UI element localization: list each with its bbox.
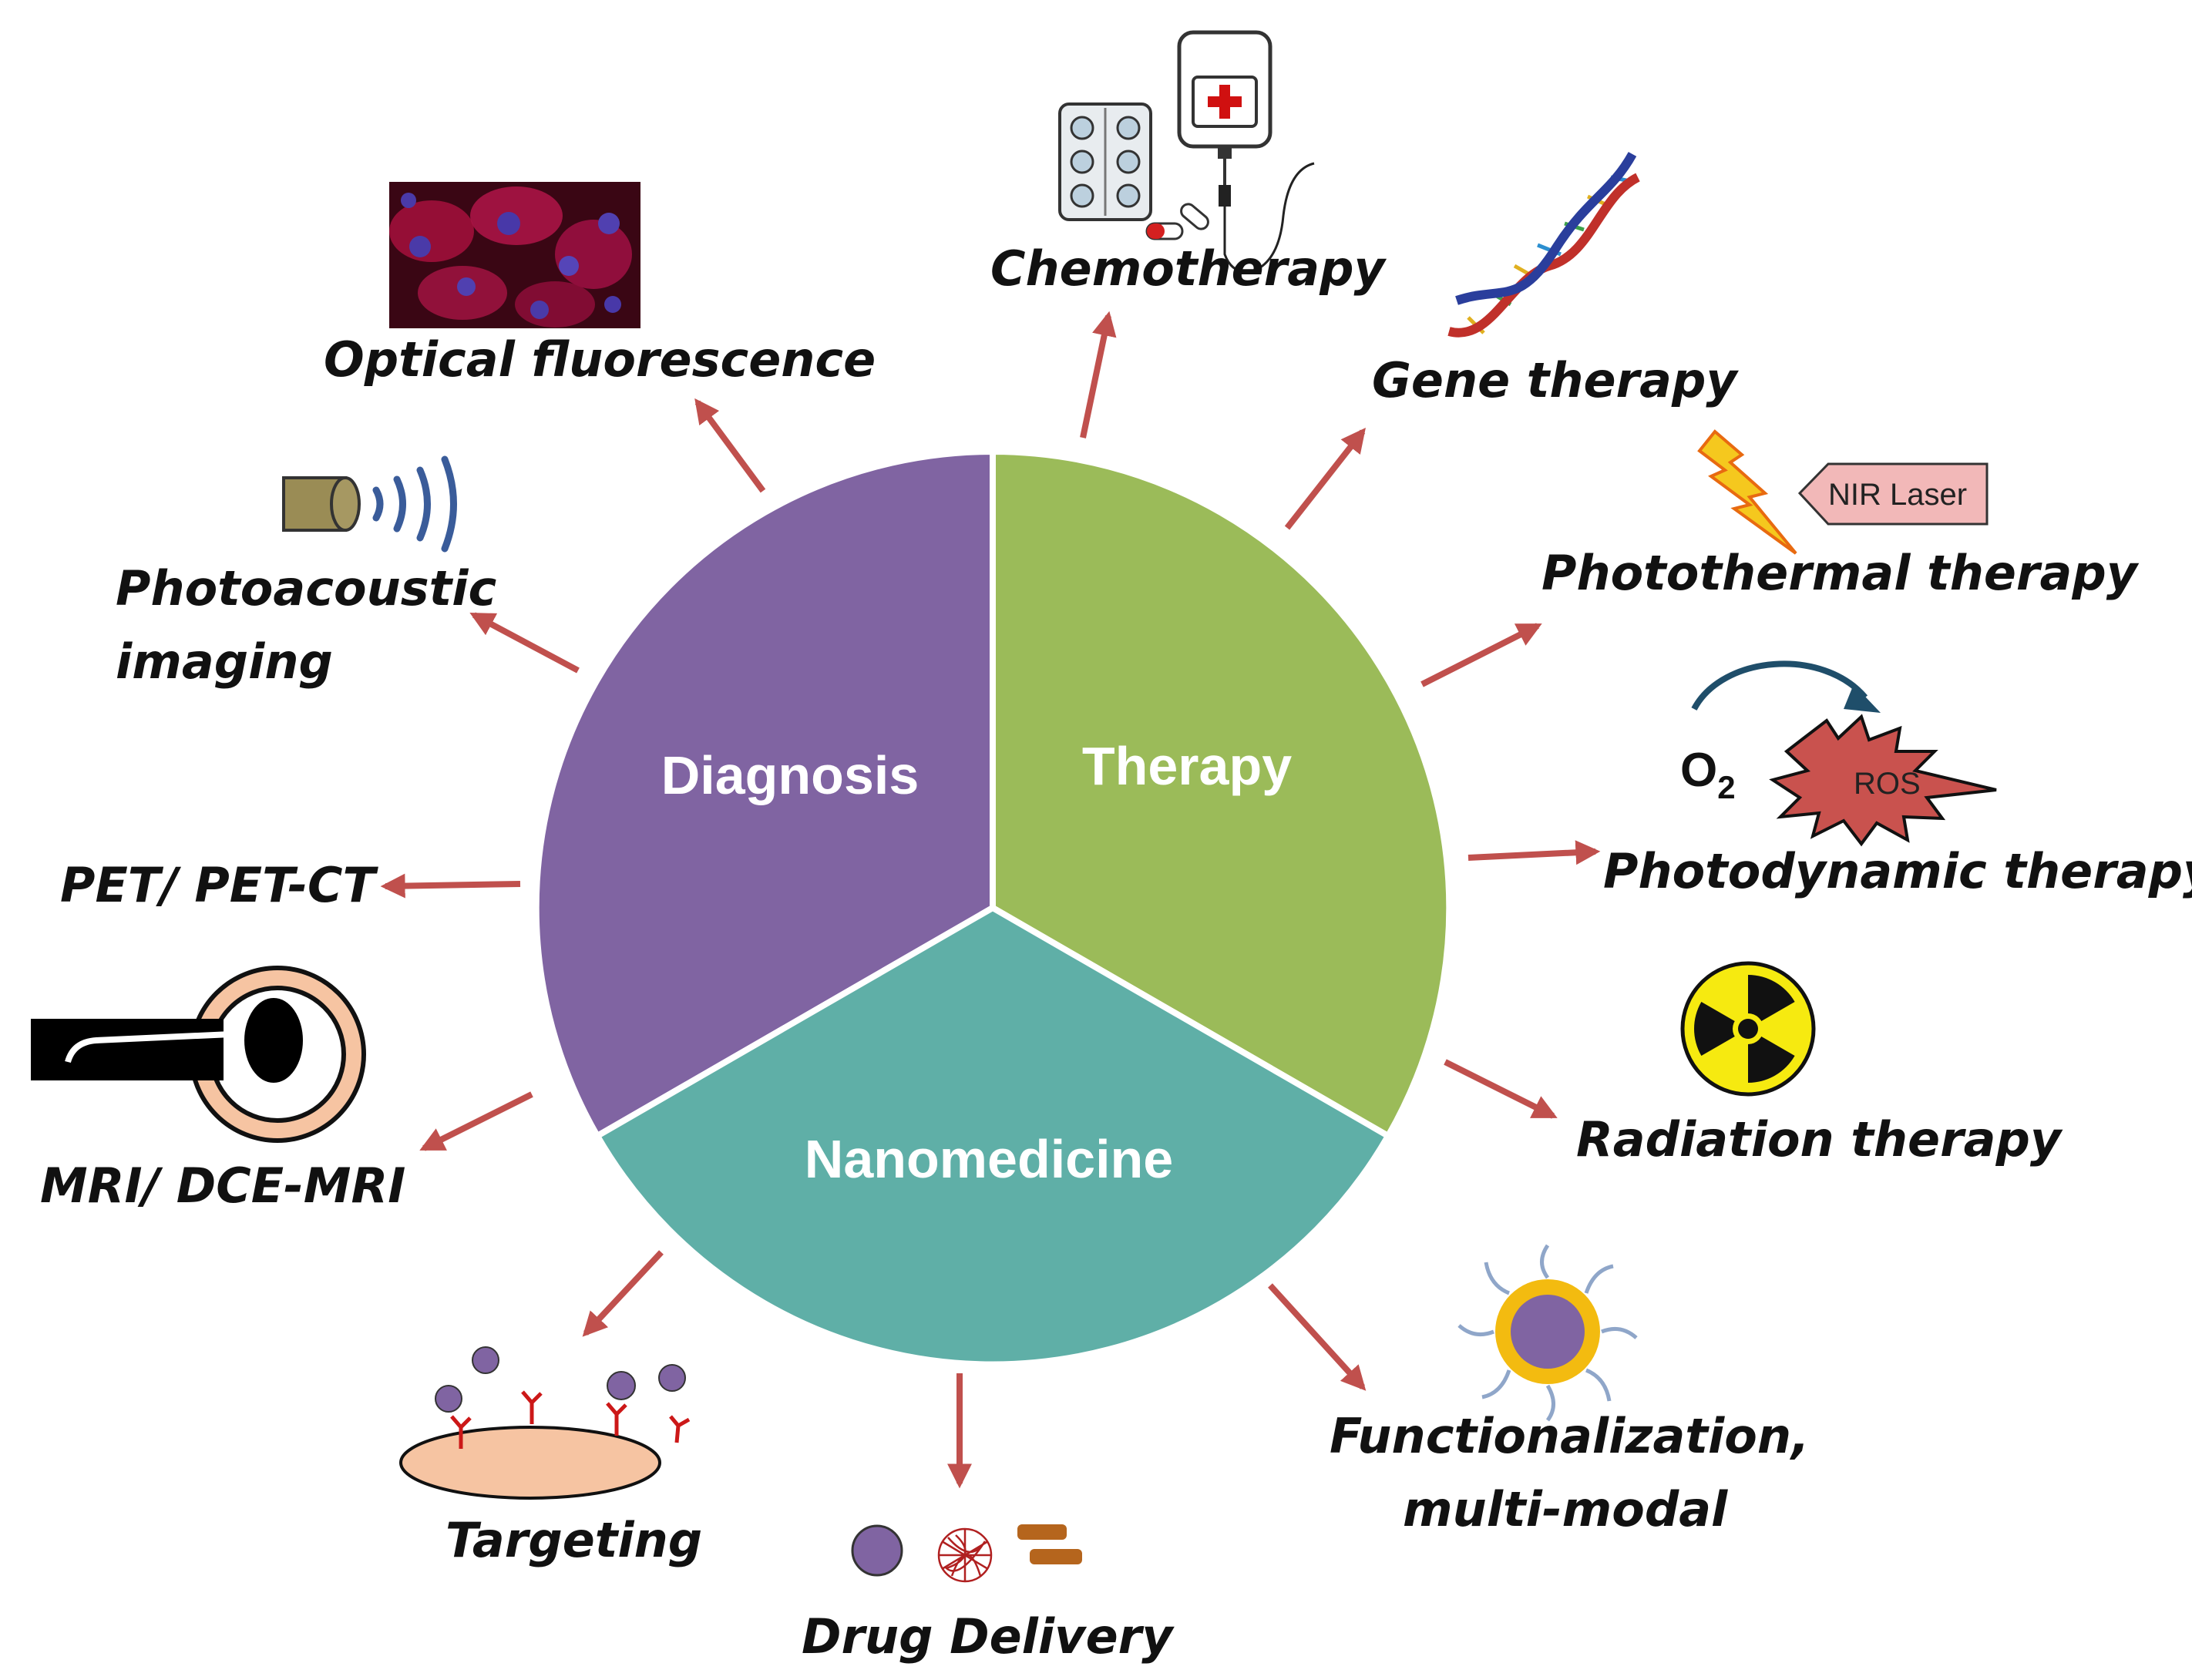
gene-therapy-label: Gene therapy xyxy=(1372,352,1739,408)
curved-arrow-icon xyxy=(1691,660,1868,711)
o2-subscript: 2 xyxy=(1717,769,1735,805)
ultrasound-transducer-icon xyxy=(282,455,457,553)
cell-receptor-icon xyxy=(399,1346,691,1500)
drug-delivery-label: Drug Delivery xyxy=(802,1608,1175,1665)
radiation-group: Radiation therapy xyxy=(1576,961,2063,1168)
photoacoustic-group: Photoacoustic imaging xyxy=(116,455,497,690)
o2-label: O2 xyxy=(1680,744,1736,805)
arrow-chemotherapy xyxy=(1080,311,1117,438)
therapy-segment xyxy=(990,448,1453,1141)
diagnosis-label: Diagnosis xyxy=(661,745,919,805)
arrows xyxy=(380,311,1601,1489)
functionalization-group: Functionalization, multi-modal xyxy=(1330,1244,1810,1537)
nanomedicine-segment xyxy=(593,904,1393,1368)
polymer-tangle-icon xyxy=(937,1527,993,1583)
lightning-icon xyxy=(1697,429,1797,555)
ros-burst-icon: ROS xyxy=(1769,714,1997,847)
functionalization-label-line2: multi-modal xyxy=(1403,1481,1728,1537)
mri-group: MRI/ DCE-MRI xyxy=(31,966,405,1214)
arrow-photodynamic xyxy=(1467,840,1601,865)
arrow-functionalization xyxy=(1268,1283,1367,1391)
capsule-icon xyxy=(1145,203,1209,240)
optical-fluorescence-label: Optical fluorescence xyxy=(324,331,876,388)
photodynamic-group: O2 ROS Photodynamic therapy xyxy=(1603,660,2192,899)
drug-delivery-group: Drug Delivery xyxy=(802,1524,1175,1665)
arrow-photoacoustic xyxy=(469,612,580,674)
functionalization-label-line1: Functionalization, xyxy=(1330,1408,1810,1464)
o2-base: O xyxy=(1680,744,1717,797)
nanorod-icon xyxy=(1017,1524,1082,1564)
photodynamic-label: Photodynamic therapy xyxy=(1603,843,2192,899)
arrow-photothermal xyxy=(1420,623,1542,687)
microscopy-image xyxy=(389,182,640,328)
photothermal-label: Photothermal therapy xyxy=(1541,545,2140,601)
arrow-gene xyxy=(1284,427,1366,530)
nanoparticle-icon xyxy=(1457,1244,1638,1422)
chemotherapy-label: Chemotherapy xyxy=(990,240,1387,297)
nanosphere-icon xyxy=(851,1524,903,1577)
pet-label: PET/ PET-CT xyxy=(60,857,379,913)
mri-scanner-icon xyxy=(31,966,366,1143)
targeting-label: Targeting xyxy=(445,1512,702,1568)
mri-label: MRI/ DCE-MRI xyxy=(40,1158,405,1214)
arrow-optical xyxy=(694,398,766,493)
arrow-targeting xyxy=(582,1250,664,1337)
nir-laser-label: NIR Laser xyxy=(1828,478,1967,512)
photoacoustic-label-line1: Photoacoustic xyxy=(116,560,497,617)
photothermal-group: NIR Laser Photothermal therapy xyxy=(1541,429,2140,601)
dna-helix-icon xyxy=(1447,152,1640,338)
optical-fluorescence-group: Optical fluorescence xyxy=(324,182,876,388)
chemotherapy-group: Chemotherapy xyxy=(990,30,1387,297)
pill-pack-icon xyxy=(1058,102,1152,221)
ros-label: ROS xyxy=(1854,767,1921,801)
photoacoustic-label-line2: imaging xyxy=(116,633,333,690)
nir-laser-tag: NIR Laser xyxy=(1797,462,1989,526)
central-pie: Diagnosis Therapy Nanomedicine xyxy=(533,448,1453,1368)
radiation-label: Radiation therapy xyxy=(1576,1111,2063,1168)
nanomedicine-label: Nanomedicine xyxy=(805,1129,1173,1189)
iv-bag-icon xyxy=(1177,30,1315,273)
diagnosis-segment xyxy=(533,448,996,1141)
arrow-pet xyxy=(380,873,521,899)
gene-therapy-group: Gene therapy xyxy=(1372,152,1739,408)
arrow-mri xyxy=(419,1091,533,1151)
arrow-radiation xyxy=(1444,1059,1558,1119)
radiation-icon xyxy=(1680,961,1816,1097)
therapy-label: Therapy xyxy=(1082,736,1292,796)
targeting-group: Targeting xyxy=(399,1346,702,1568)
